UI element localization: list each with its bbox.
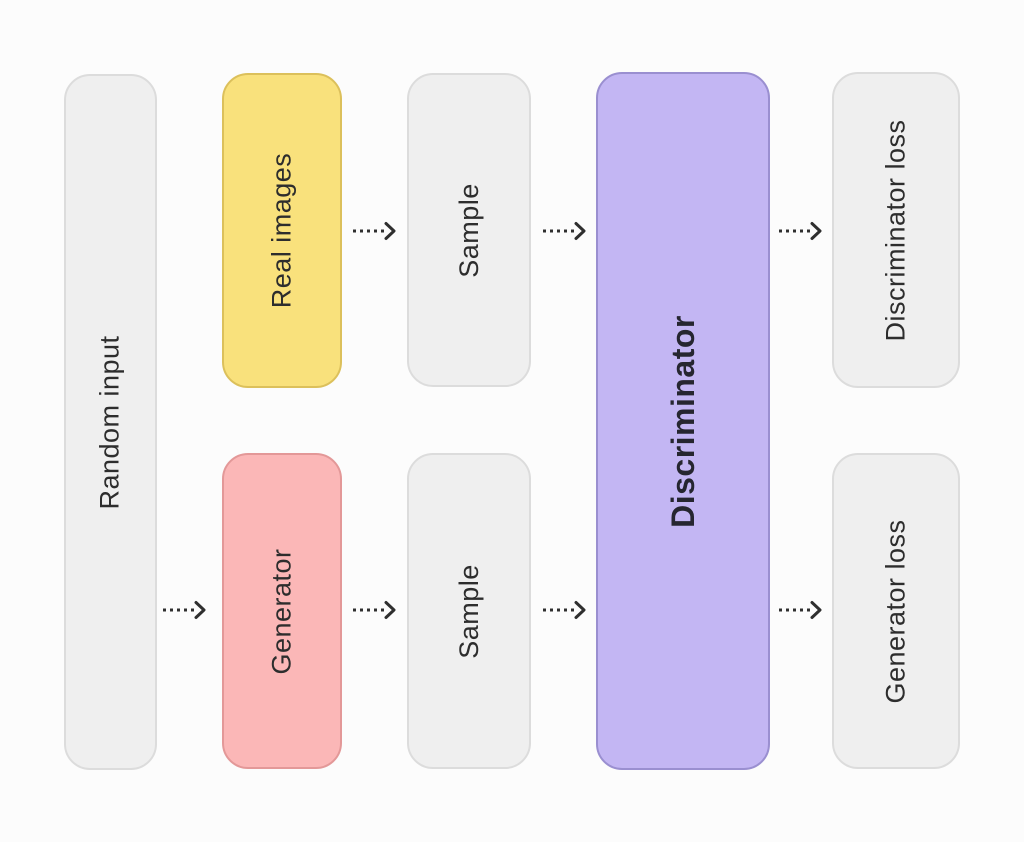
- node-sample-bottom: Sample: [407, 453, 531, 769]
- node-sample-bottom-label: Sample: [453, 563, 484, 659]
- node-random-input-label: Random input: [95, 334, 126, 510]
- dotted-arrow-right-icon-discriminator-to-discriminator-loss: [778, 221, 824, 241]
- node-generator-loss: Generator loss: [832, 453, 960, 769]
- node-generator-label: Generator: [266, 547, 297, 675]
- node-generator-loss-label: Generator loss: [880, 518, 911, 704]
- node-random-input: Random input: [64, 74, 157, 770]
- node-discriminator: Discriminator: [596, 72, 770, 770]
- dotted-arrow-right-icon-sample-to-discriminator-bottom: [542, 600, 588, 620]
- node-discriminator-loss: Discriminator loss: [832, 72, 960, 388]
- dotted-arrow-right-icon-sample-to-discriminator-top: [542, 221, 588, 241]
- node-generator: Generator: [222, 453, 342, 769]
- dotted-arrow-right-icon-random-to-generator: [162, 600, 208, 620]
- dotted-arrow-right-icon-discriminator-to-generator-loss: [778, 600, 824, 620]
- node-real-images-label: Real images: [266, 152, 297, 309]
- node-discriminator-label: Discriminator: [664, 314, 701, 528]
- dotted-arrow-right-icon-real-images-to-sample: [352, 221, 398, 241]
- dotted-arrow-right-icon-generator-to-sample: [352, 600, 398, 620]
- node-sample-top: Sample: [407, 73, 531, 387]
- node-sample-top-label: Sample: [453, 182, 484, 278]
- node-real-images: Real images: [222, 73, 342, 388]
- node-discriminator-loss-label: Discriminator loss: [880, 118, 911, 342]
